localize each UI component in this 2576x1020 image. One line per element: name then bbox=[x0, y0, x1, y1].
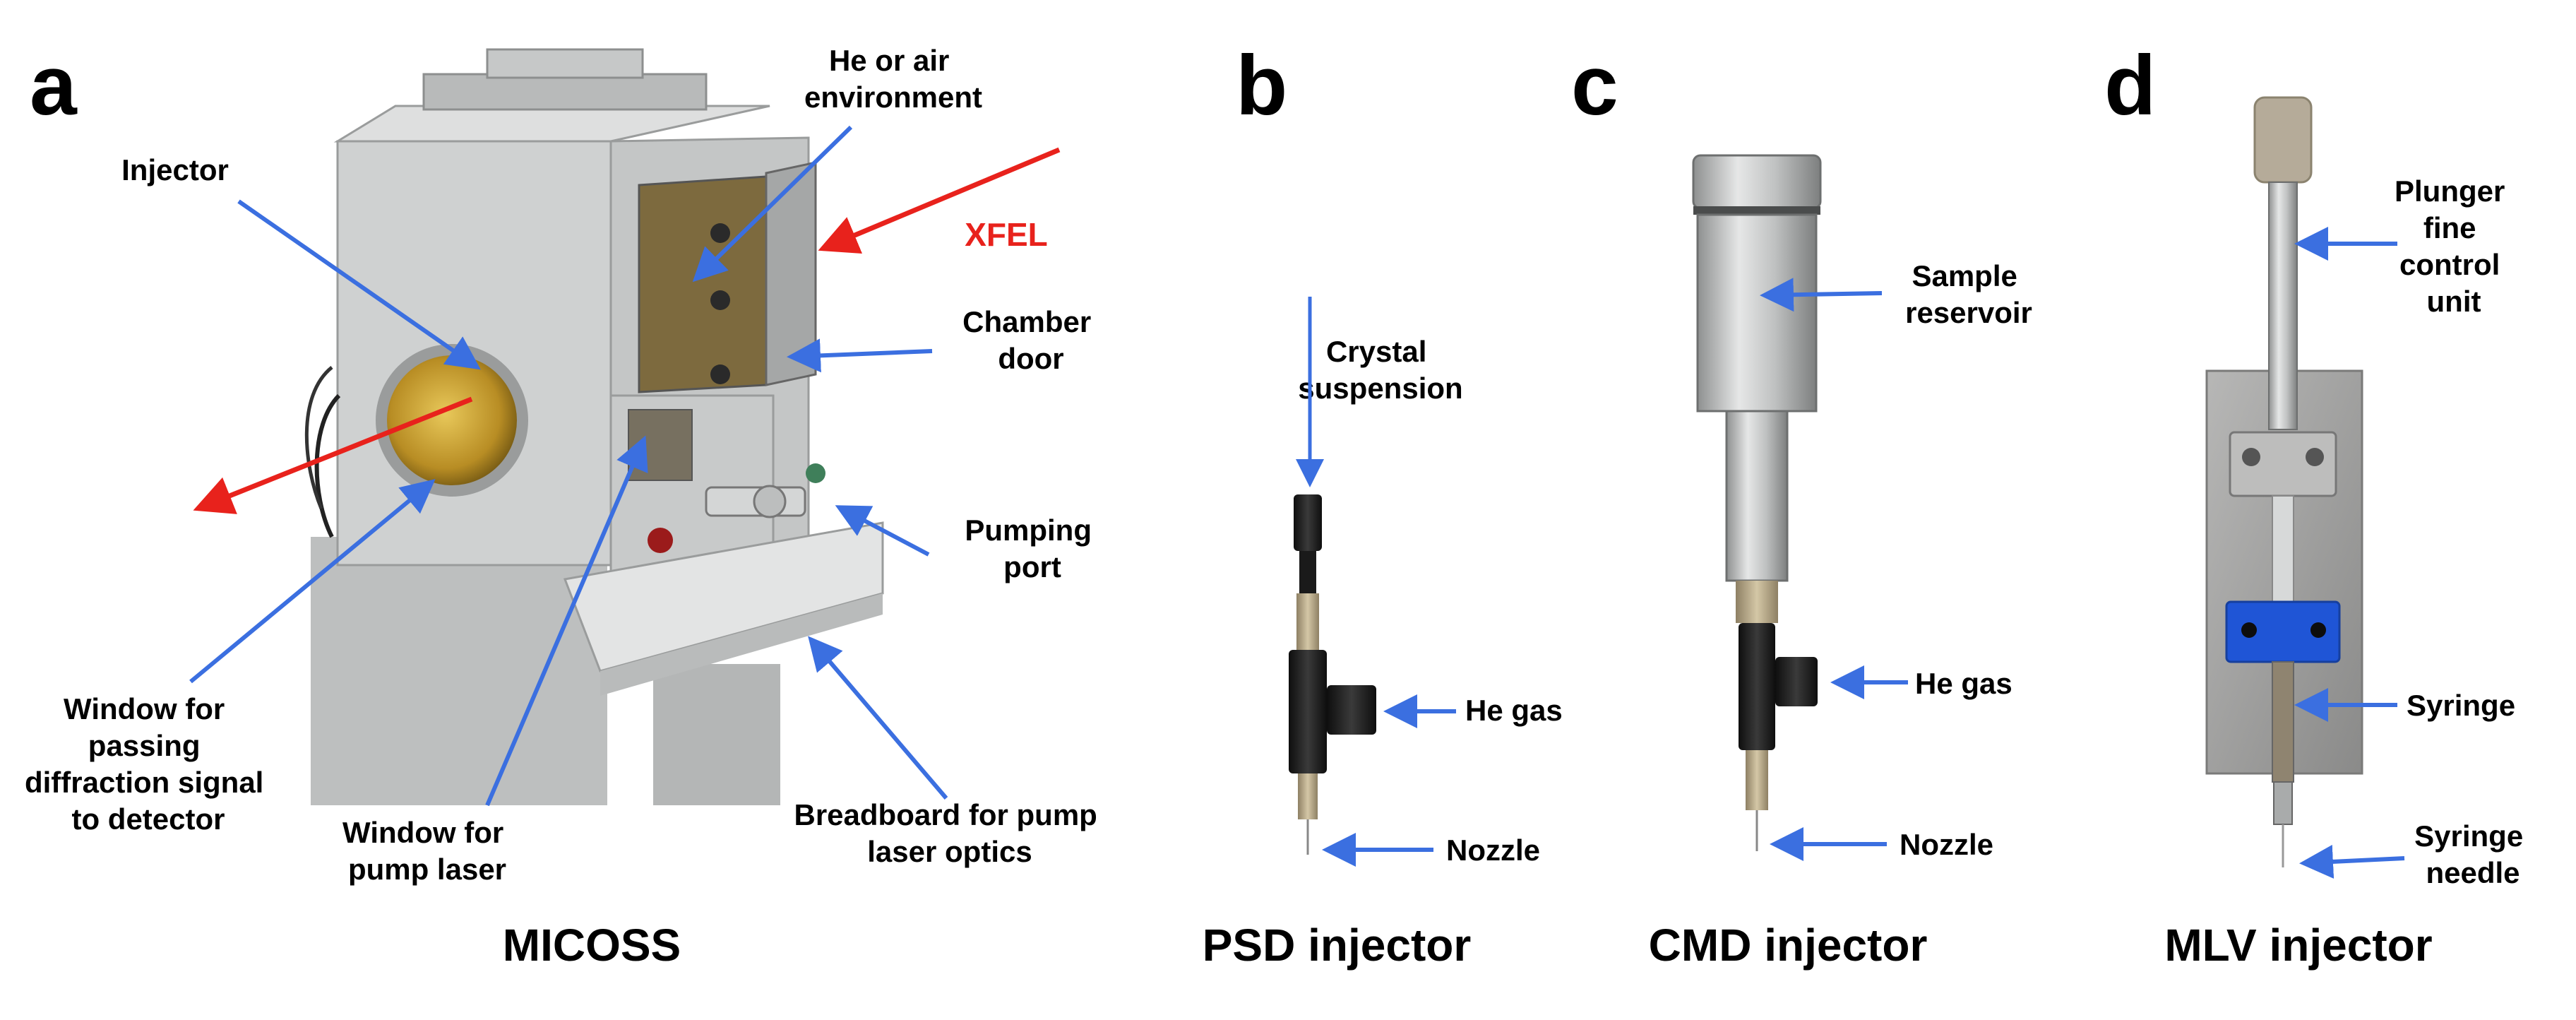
panel-a-caption: MICOSS bbox=[503, 920, 681, 971]
breadboard-edge bbox=[600, 593, 883, 696]
sample-reservoir-arrow bbox=[1760, 278, 1883, 312]
he-air-label: He or air environment bbox=[804, 44, 982, 114]
breadboard-label: Breadboard for pump laser optics bbox=[794, 798, 1105, 868]
interior-port bbox=[710, 364, 730, 384]
panel-a: a bbox=[25, 38, 1105, 971]
xfel-label: XFEL bbox=[965, 216, 1048, 253]
injector-label: Injector bbox=[121, 153, 229, 186]
cmd-reservoir bbox=[1696, 213, 1818, 413]
mlv-plunger-rod bbox=[2268, 182, 2298, 430]
psd-tan-fitting-bottom bbox=[1298, 773, 1318, 819]
panel-a-letter: a bbox=[30, 38, 78, 133]
green-valve-knob bbox=[806, 463, 825, 483]
mlv-syringe-barrel-upper bbox=[2272, 495, 2294, 603]
cmd-tan-fitting-top bbox=[1736, 581, 1778, 623]
window-diffraction-arrow bbox=[189, 479, 436, 684]
injector-arrow bbox=[237, 199, 481, 370]
cmd-tee-body bbox=[1739, 623, 1775, 750]
chamber-door-label: Chamber door bbox=[962, 305, 1099, 375]
micoss-photo bbox=[304, 48, 884, 805]
xfel-arrow-out bbox=[193, 396, 473, 514]
cmd-tee-branch bbox=[1775, 657, 1818, 706]
cmd-tan-fitting-bottom bbox=[1746, 750, 1768, 810]
panel-d-caption: MLV injector bbox=[2164, 920, 2432, 971]
window-pump-laser-glass bbox=[628, 409, 693, 481]
cable bbox=[304, 366, 333, 509]
nozzle-b-label: Nozzle bbox=[1446, 834, 1540, 867]
mlv-screw bbox=[2306, 448, 2324, 466]
chamber-door-arrow bbox=[787, 338, 933, 373]
panel-b-letter: b bbox=[1236, 38, 1287, 133]
panel-c-caption: CMD injector bbox=[1649, 920, 1928, 971]
psd-tan-fitting-top bbox=[1296, 593, 1319, 650]
he-gas-c-label: He gas bbox=[1915, 667, 2012, 700]
interior-port bbox=[710, 290, 730, 310]
psd-neck bbox=[1299, 551, 1316, 593]
panel-b-caption: PSD injector bbox=[1203, 920, 1472, 971]
mlv-injector-photo bbox=[2205, 96, 2363, 867]
interior-port bbox=[710, 223, 730, 243]
cmd-cap-groove bbox=[1693, 206, 1820, 215]
window-pump-arrow bbox=[485, 435, 648, 807]
interior-view bbox=[638, 175, 768, 393]
chamber-stand bbox=[311, 537, 607, 805]
plunger-label: Plunger fine control unit bbox=[2395, 174, 2513, 318]
mlv-syringe-barrel bbox=[2272, 661, 2294, 783]
cmd-injector-photo bbox=[1692, 154, 1822, 851]
mlv-luer bbox=[2273, 781, 2293, 825]
mlv-plunger-cap bbox=[2253, 96, 2313, 184]
top-cover bbox=[486, 48, 644, 79]
psd-injector-photo bbox=[1289, 494, 1376, 855]
syringe-needle-arrow bbox=[2299, 844, 2405, 879]
pumping-port-arrow bbox=[835, 505, 930, 557]
syringe-needle-label: Syringe needle bbox=[2414, 819, 2532, 889]
cmd-cap bbox=[1692, 154, 1822, 210]
chamber-door bbox=[765, 161, 817, 386]
psd-tee-body bbox=[1289, 650, 1327, 773]
panel-d-letter: d bbox=[2104, 38, 2156, 133]
mlv-clamp-screw bbox=[2310, 622, 2326, 638]
window-pump-label: Window for pump laser bbox=[342, 816, 512, 886]
window-diffraction bbox=[387, 355, 517, 485]
mlv-clamp-screw bbox=[2241, 622, 2257, 638]
he-gas-b-label: He gas bbox=[1465, 694, 1563, 727]
panel-c: c Sample reservoir He gas Nozzle CMD inj… bbox=[1571, 38, 2032, 971]
nozzle-c-label: Nozzle bbox=[1900, 828, 1993, 861]
panel-d: d Plunger fine control unit Syringe bbox=[2104, 38, 2532, 971]
cable bbox=[314, 393, 341, 538]
panel-b: b Crystal suspension He gas Nozzle PSD i… bbox=[1203, 38, 1563, 971]
he-air-arrow bbox=[692, 125, 853, 283]
sample-reservoir-label: Sample reservoir bbox=[1905, 259, 2032, 329]
top-flange bbox=[422, 73, 708, 111]
window-diffraction-label: Window for passing diffraction signal to… bbox=[25, 692, 272, 836]
chamber-top bbox=[333, 105, 770, 143]
cmd-shaft bbox=[1725, 410, 1789, 582]
pumping-port-label: Pumping port bbox=[965, 514, 1099, 583]
breadboard-arrow bbox=[808, 636, 948, 800]
crystal-suspension-label: Crystal suspension bbox=[1298, 335, 1462, 405]
red-valve bbox=[648, 528, 673, 553]
stand-leg bbox=[653, 664, 780, 805]
panel-c-letter: c bbox=[1571, 38, 1618, 133]
psd-tee-branch bbox=[1327, 685, 1376, 735]
psd-top-tube bbox=[1294, 494, 1322, 551]
mlv-screw bbox=[2242, 448, 2260, 466]
syringe-label: Syringe bbox=[2407, 689, 2515, 722]
xfel-arrow-in bbox=[818, 147, 1061, 254]
pumping-port-flange bbox=[753, 485, 787, 518]
